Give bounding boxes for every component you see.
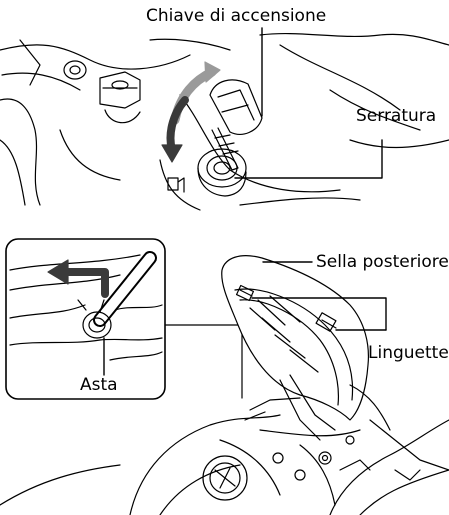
label-ignition-key: Chiave di accensione	[146, 6, 326, 26]
label-rear-seat: Sella posteriore	[316, 252, 449, 272]
label-rod: Asta	[80, 375, 118, 395]
turn-arrow-dark-icon	[171, 100, 185, 150]
lock-cylinder	[198, 149, 246, 196]
bolt-nut	[64, 61, 140, 123]
fuel-cap	[203, 456, 247, 500]
label-tabs: Linguette	[368, 343, 449, 363]
rear-seat	[222, 256, 369, 420]
bottom-illustration	[0, 256, 449, 515]
fuel-symbol-icon	[168, 178, 184, 192]
label-lock: Serratura	[356, 106, 436, 126]
